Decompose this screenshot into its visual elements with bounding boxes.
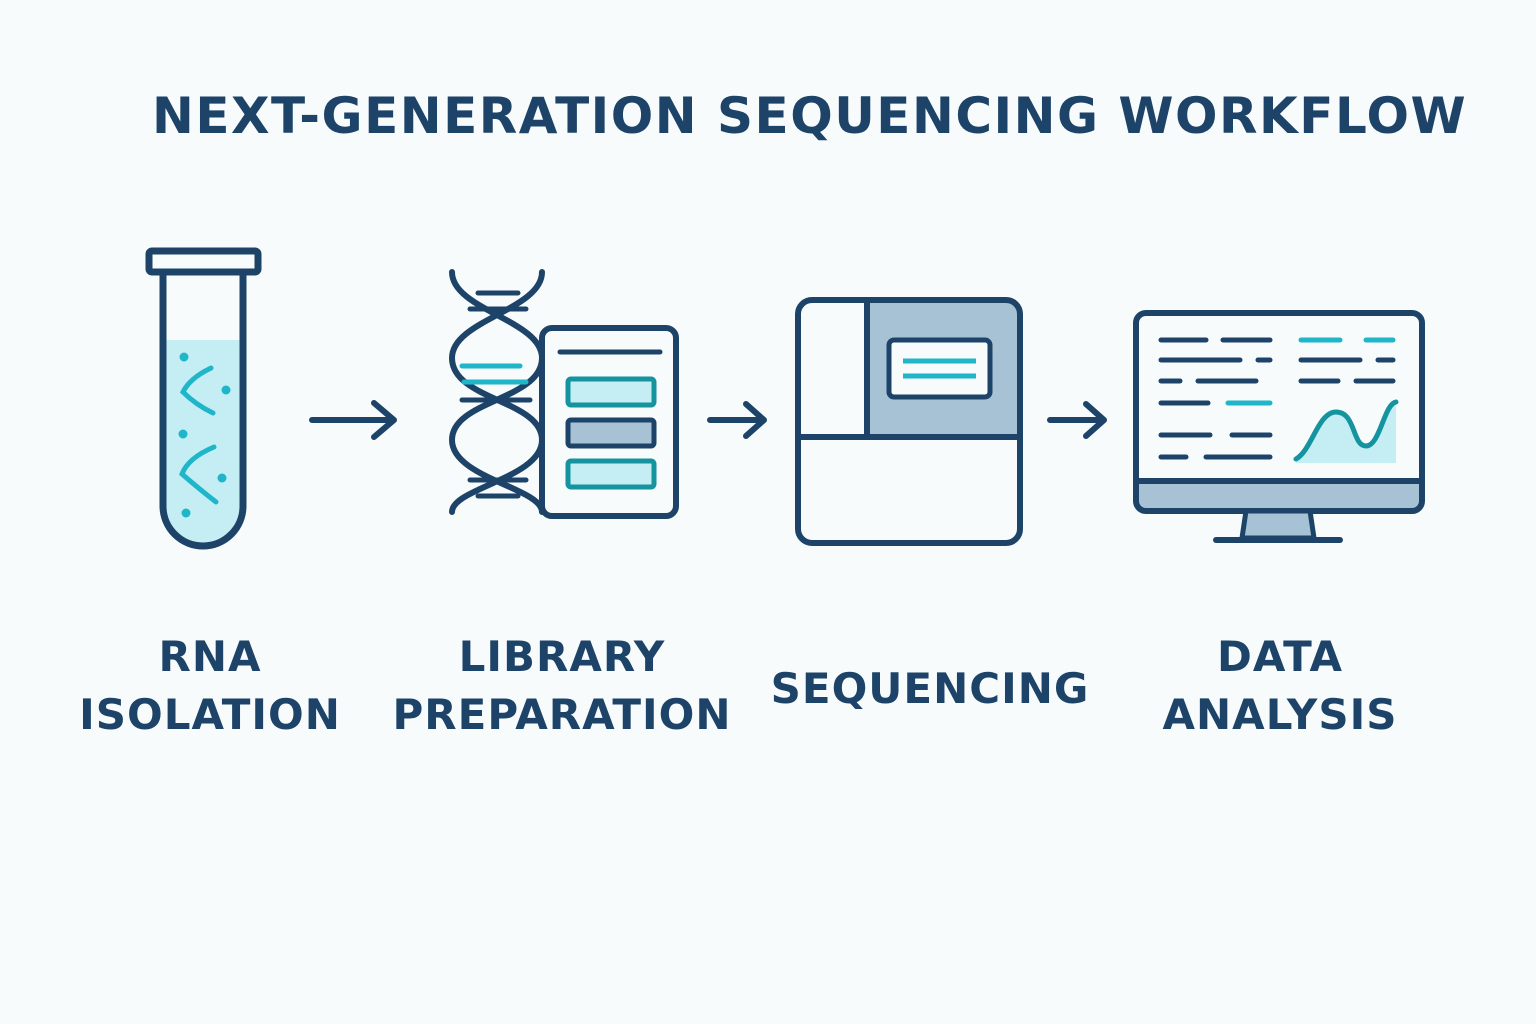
step-label-library-preparation: LIBRARY PREPARATION bbox=[392, 628, 732, 744]
step-label-rna-isolation: RNA ISOLATION bbox=[60, 628, 360, 744]
sequencer-icon bbox=[795, 297, 1023, 546]
arrow-right-icon bbox=[1047, 401, 1107, 439]
dna-library-icon bbox=[448, 269, 679, 519]
arrow-right-icon bbox=[309, 400, 397, 440]
step-label-sequencing: SEQUENCING bbox=[760, 660, 1100, 718]
label-line: ISOLATION bbox=[79, 690, 341, 739]
test-tube-icon bbox=[145, 247, 262, 550]
label-line: PREPARATION bbox=[392, 690, 732, 739]
label-line: ANALYSIS bbox=[1162, 690, 1398, 739]
label-line: LIBRARY bbox=[458, 632, 666, 681]
diagram-title: NEXT-GENERATION SEQUENCING WORKFLOW bbox=[152, 87, 1468, 145]
arrow-right-icon bbox=[707, 401, 767, 439]
monitor-analysis-icon bbox=[1133, 310, 1425, 543]
step-label-data-analysis: DATA ANALYSIS bbox=[1130, 628, 1430, 744]
label-line: RNA bbox=[158, 632, 262, 681]
label-line: DATA bbox=[1216, 632, 1343, 681]
label-line: SEQUENCING bbox=[770, 664, 1090, 713]
